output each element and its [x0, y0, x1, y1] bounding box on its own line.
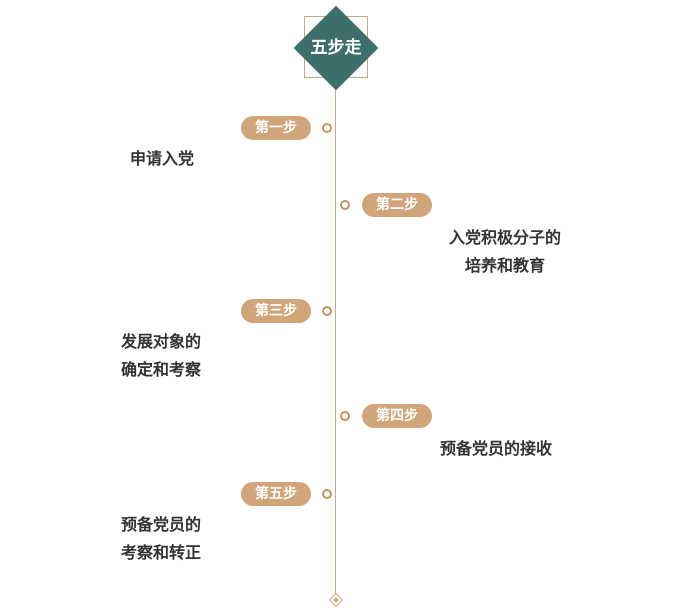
- step-5-badge: 第五步: [241, 482, 311, 506]
- step-5-text: 预备党员的 考察和转正: [121, 511, 201, 567]
- timeline-line: [335, 90, 336, 596]
- step-2-badge: 第二步: [362, 193, 432, 217]
- step-3-line-1: 发展对象的: [121, 332, 202, 351]
- step-2-text: 入党积极分子的 培养和教育: [430, 224, 580, 280]
- diagram-title: 五步走: [310, 38, 362, 58]
- step-1-node-icon: [322, 123, 332, 133]
- step-3-node-icon: [322, 306, 332, 316]
- step-4-line-1: 预备党员的接收: [440, 439, 553, 458]
- step-5-node-icon: [322, 489, 332, 499]
- timeline-end-icon: [328, 592, 344, 608]
- step-3-text: 发展对象的 确定和考察: [121, 328, 201, 384]
- step-4-text: 预备党员的接收: [440, 435, 552, 463]
- step-2-line-2: 培养和教育: [464, 256, 545, 275]
- step-5-line-2: 考察和转正: [121, 543, 202, 562]
- step-1-text: 申请入党: [130, 145, 194, 173]
- step-2-line-1: 入党积极分子的: [448, 228, 561, 247]
- step-4-badge: 第四步: [362, 404, 432, 428]
- step-1-badge: 第一步: [241, 116, 311, 140]
- step-5-line-1: 预备党员的: [121, 515, 202, 534]
- step-3-badge: 第三步: [241, 299, 311, 323]
- step-1-line-1: 申请入党: [130, 149, 195, 168]
- step-3-line-2: 确定和考察: [121, 360, 202, 379]
- step-2-node-icon: [340, 200, 350, 210]
- step-4-node-icon: [340, 411, 350, 421]
